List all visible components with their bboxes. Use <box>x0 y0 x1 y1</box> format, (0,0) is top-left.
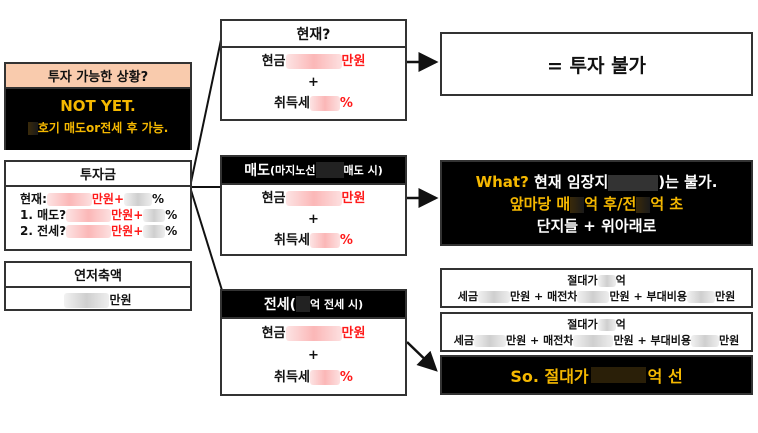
scenario-title: 전세( <box>263 297 296 313</box>
cash-label: 현금 <box>261 191 286 206</box>
investment-title: 투자금 <box>6 162 190 187</box>
situation-note: 호기 매도or전세 후 가능. <box>37 121 169 135</box>
cash-unit: 만원 <box>341 54 366 69</box>
tax-label: 취득세 <box>274 370 310 385</box>
tax-unit: % <box>339 233 353 248</box>
savings-value: 만원 <box>109 293 132 307</box>
scenario-title: 매도 <box>244 163 271 179</box>
tax-label: 취득세 <box>274 233 310 248</box>
savings-box: 연저축액 만원 <box>4 261 192 311</box>
plus: + <box>308 348 319 363</box>
situation-box: 투자 가능한 상황? NOT YET. 호기 매도or전세 후 가능. <box>4 62 192 150</box>
redacted <box>27 122 38 135</box>
cash-unit: 만원 <box>341 326 366 341</box>
investment-box: 투자금 현재:만원+% 1. 매도?만원+% 2. 전세?만원+% <box>4 160 192 251</box>
plus: + <box>308 75 319 90</box>
scenario-current: 현재? 현금 만원 + 취득세% <box>220 19 407 121</box>
tax-label: 취득세 <box>274 96 310 111</box>
cash-label: 현금 <box>261 326 286 341</box>
situation-status: NOT YET. <box>60 97 136 115</box>
cash-unit: 만원 <box>341 191 366 206</box>
plus: + <box>308 212 319 227</box>
tax-unit: % <box>339 96 353 111</box>
tax-unit: % <box>339 370 353 385</box>
scenario-title: 현재? <box>222 21 405 48</box>
result-not-possible: = 투자 불가 <box>440 32 753 96</box>
investment-row: 현재:만원+% <box>20 192 165 206</box>
savings-title: 연저축액 <box>6 263 190 288</box>
cash-label: 현금 <box>261 54 286 69</box>
line-to-jeonse <box>189 186 226 301</box>
situation-title: 투자 가능한 상황? <box>6 64 190 89</box>
investment-row: 1. 매도?만원+% <box>20 208 178 222</box>
line-to-current <box>189 39 222 188</box>
investment-row: 2. 전세?만원+% <box>20 224 178 238</box>
arrow-3 <box>406 341 438 372</box>
